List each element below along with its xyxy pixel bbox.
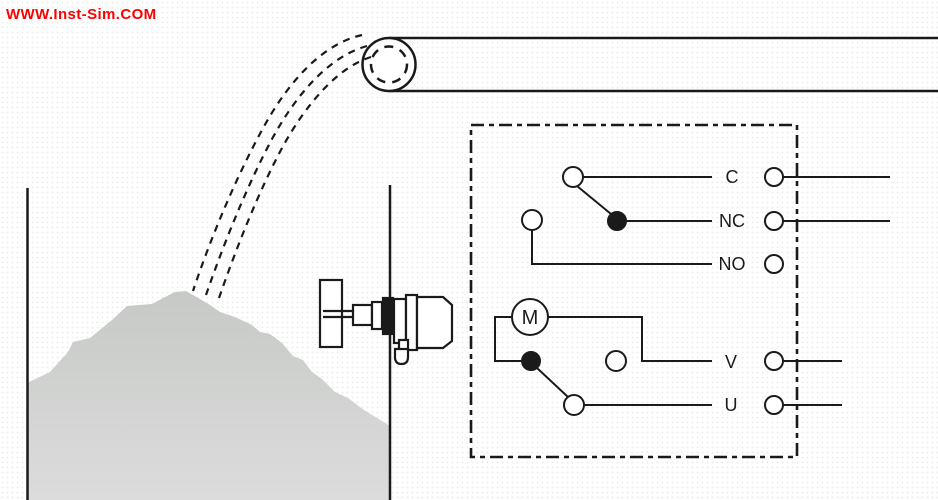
motor-label: M (522, 307, 539, 329)
shaft-coupling (351, 303, 374, 327)
terminal-label-c: C (726, 167, 739, 187)
falling-material-arc-2 (204, 44, 368, 296)
conveyor-pulley-inner-circle (369, 45, 409, 84)
motor-circle (511, 298, 549, 336)
falling-material-arc-3 (217, 55, 372, 299)
mounting-boss (392, 297, 408, 345)
mounting-flange-bar-left (381, 296, 389, 336)
no-wire (531, 230, 712, 265)
circuit-boundary-box (469, 123, 799, 459)
paddle-blade (318, 278, 344, 349)
u-contact-circle (563, 394, 585, 416)
terminal-label-nc: NC (719, 211, 745, 231)
terminal-label-no: NO (719, 254, 746, 274)
falling-material-arcs (191, 33, 372, 299)
terminal-label-u: U (725, 395, 738, 415)
switch-lever-upper (576, 185, 612, 215)
common-contact-circle (562, 166, 584, 188)
u-terminal-circle (764, 395, 784, 415)
mounting-flange-bar-right (387, 296, 395, 336)
nc-terminal-circle (764, 211, 784, 231)
nc-contact-dot (607, 211, 627, 231)
material-pile (27, 291, 390, 500)
terminal-label-v: V (725, 352, 737, 372)
motor-right-wire (548, 316, 712, 362)
v-terminal-circle (764, 351, 784, 371)
no-terminal-circle (764, 254, 784, 274)
paddle-level-switch (318, 278, 454, 366)
cable-gland (393, 347, 410, 366)
motor-left-wire (494, 316, 522, 362)
motor-housing-body (415, 295, 454, 350)
switch-lever-lower (536, 367, 569, 398)
no-contact-circle (521, 209, 543, 231)
shaft-spacer (370, 300, 384, 331)
motor-contact-dot (521, 351, 541, 371)
switch-contact-section (521, 166, 890, 274)
watermark-text: WWW.Inst-Sim.COM (6, 6, 157, 23)
c-terminal-circle (764, 167, 784, 187)
motor-supply-section (494, 298, 842, 416)
free-contact-circle (605, 350, 627, 372)
falling-material-arc-1 (191, 33, 363, 292)
